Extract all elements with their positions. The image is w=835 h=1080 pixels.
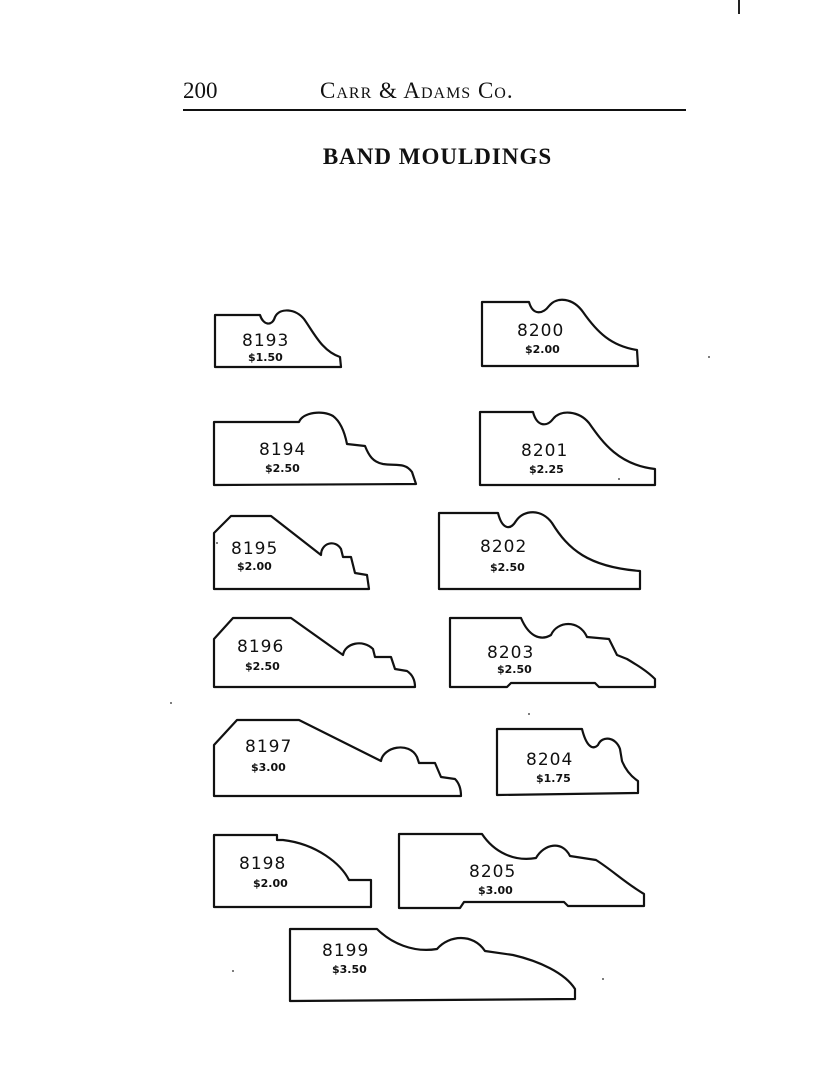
scan-speck — [170, 702, 172, 704]
moulding-8194-price: $2.50 — [265, 462, 300, 475]
moulding-8204-price: $1.75 — [536, 772, 571, 785]
moulding-8201-price: $2.25 — [529, 463, 564, 476]
scan-speck — [618, 478, 620, 480]
moulding-8200: 8200 $2.00 — [480, 296, 643, 368]
moulding-8197-number: 8197 — [245, 737, 293, 757]
page-title: BAND MOULDINGS — [322, 144, 553, 169]
moulding-8200-number: 8200 — [517, 321, 565, 341]
moulding-8196-number: 8196 — [237, 637, 285, 657]
running-title: Carr & Adams Co. — [320, 78, 514, 103]
moulding-8198-price: $2.00 — [253, 877, 288, 890]
moulding-8194: 8194 $2.50 — [212, 411, 418, 487]
moulding-8193-number: 8193 — [242, 331, 290, 351]
moulding-8199-price: $3.50 — [332, 963, 367, 976]
moulding-8193-profile — [213, 309, 343, 369]
moulding-8201: 8201 $2.25 — [478, 409, 659, 487]
scan-speck — [216, 542, 218, 544]
moulding-8197: 8197 $3.00 — [212, 717, 463, 799]
moulding-8204-number: 8204 — [526, 750, 574, 770]
moulding-8195: 8195 $2.00 — [212, 513, 373, 591]
moulding-8196-price: $2.50 — [245, 660, 280, 673]
moulding-8200-price: $2.00 — [525, 343, 560, 356]
moulding-8196-profile — [212, 616, 417, 689]
moulding-8197-profile — [212, 718, 463, 798]
moulding-8195-price: $2.00 — [237, 560, 272, 573]
moulding-8203: 8203 $2.50 — [448, 615, 659, 691]
moulding-8202-price: $2.50 — [490, 561, 525, 574]
moulding-8201-number: 8201 — [521, 441, 569, 461]
moulding-8198-number: 8198 — [239, 854, 287, 874]
moulding-8205-price: $3.00 — [478, 884, 513, 897]
moulding-8194-profile — [212, 411, 418, 487]
moulding-8195-number: 8195 — [231, 539, 279, 559]
moulding-8198-profile — [212, 833, 373, 909]
moulding-8203-number: 8203 — [487, 643, 535, 663]
moulding-8199-number: 8199 — [322, 941, 370, 961]
moulding-8199: 8199 $3.50 — [288, 925, 581, 1005]
moulding-8202: 8202 $2.50 — [437, 509, 644, 591]
moulding-8201-profile — [478, 410, 657, 487]
moulding-8194-number: 8194 — [259, 440, 307, 460]
moulding-8199-profile — [288, 927, 577, 1003]
moulding-8195-profile — [212, 514, 371, 591]
moulding-8200-profile — [480, 298, 640, 368]
moulding-8198: 8198 $2.00 — [212, 832, 375, 910]
moulding-8204: 8204 $1.75 — [495, 725, 644, 797]
header-rule — [183, 109, 686, 111]
scan-speck — [232, 970, 234, 972]
moulding-8205-profile — [397, 832, 646, 910]
moulding-8202-number: 8202 — [480, 537, 528, 557]
moulding-8204-profile — [495, 727, 640, 797]
moulding-8205: 8205 $3.00 — [397, 830, 648, 912]
page-number: 200 — [183, 78, 218, 103]
scan-speck — [708, 356, 710, 358]
moulding-8205-number: 8205 — [469, 862, 517, 882]
scan-speck — [602, 978, 604, 980]
moulding-8197-price: $3.00 — [251, 761, 286, 774]
page-header: 200 Carr & Adams Co. — [183, 78, 686, 108]
moulding-8203-price: $2.50 — [497, 663, 532, 676]
scan-speck — [528, 713, 530, 715]
moulding-8193: 8193 $1.50 — [213, 305, 344, 369]
scan-edge-mark — [738, 0, 740, 14]
moulding-8203-profile — [448, 616, 657, 689]
moulding-8196: 8196 $2.50 — [212, 615, 418, 690]
moulding-8193-price: $1.50 — [248, 351, 283, 364]
moulding-8202-profile — [437, 511, 642, 591]
